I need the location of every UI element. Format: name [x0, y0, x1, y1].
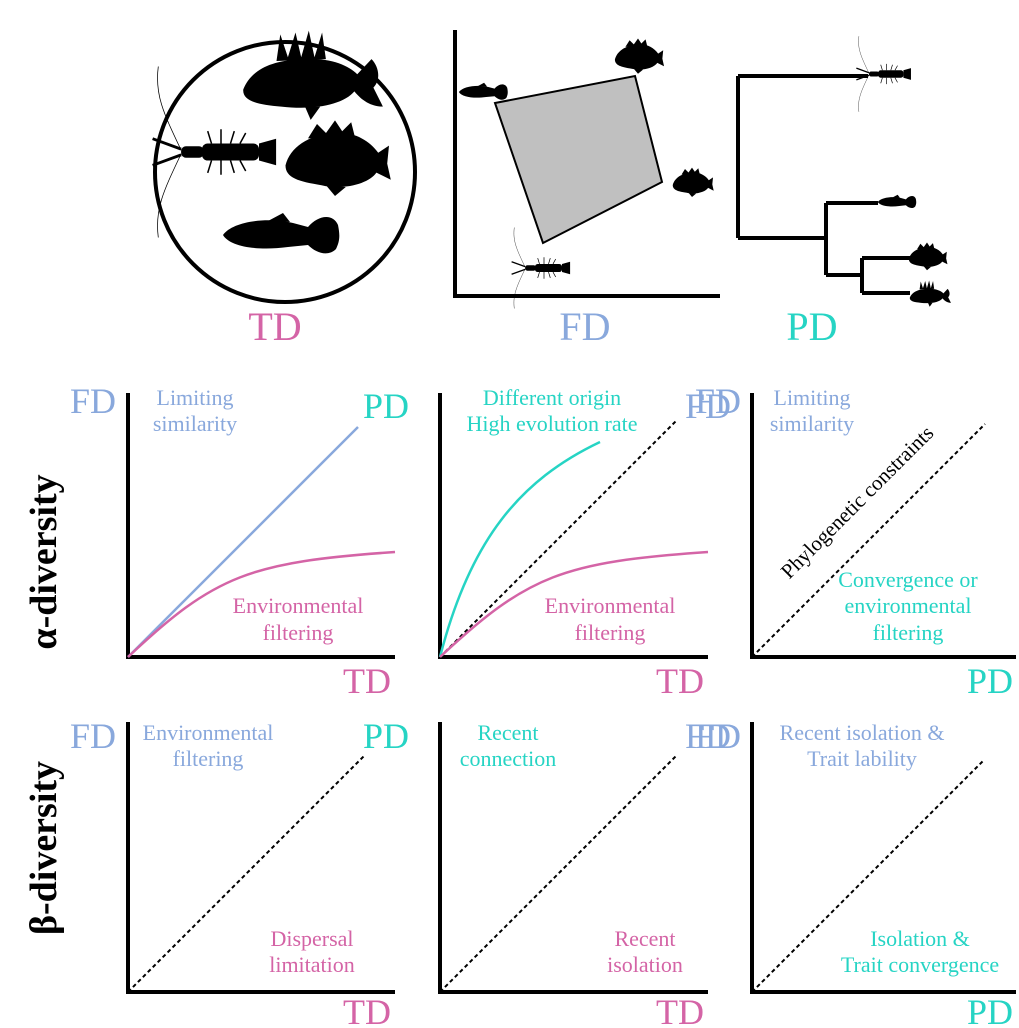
fd-trait-space-panel	[453, 30, 720, 310]
cichlid-silhouette-icon	[285, 120, 391, 196]
annotation-top-line-1: Different origin	[483, 385, 621, 410]
x-axis-label: TD	[656, 992, 704, 1028]
x-axis-label: PD	[967, 661, 1013, 701]
cichlid-silhouette-icon	[672, 167, 714, 197]
guppy-silhouette-icon	[877, 194, 917, 209]
y-axis-label: FD	[695, 381, 741, 421]
beta-diversity-row-label: β-diversity	[23, 761, 65, 935]
series-label-pd: PD	[363, 386, 409, 426]
annotation-top-line-1: Recent	[477, 720, 538, 745]
beta-panel-pd-fd-vs-td: FD TD Recent connection Recent isolation	[438, 716, 731, 1028]
y-axis-label: FD	[70, 716, 116, 756]
annotation-top-line-1: Limiting	[774, 385, 851, 410]
annotation-top-line-2: High evolution rate	[466, 411, 637, 436]
phylogenetic-tree	[736, 74, 910, 295]
phylogenetic-constraints-label: Phylogenetic constraints	[776, 421, 939, 584]
pd-phylogeny-panel	[736, 35, 951, 307]
series-label-pd: PD	[363, 716, 409, 756]
annotation-bottom-line-1: Dispersal	[270, 926, 353, 951]
annotation-bottom-line-3: filtering	[873, 620, 944, 645]
high-evolution-rate-curve	[438, 440, 601, 658]
y-axis-label: FD	[70, 381, 116, 421]
y-axis-label: FD	[695, 716, 741, 756]
limiting-similarity-line	[127, 426, 359, 658]
alpha-panel-fd-vs-pd: Phylogenetic constraints Limiting simila…	[695, 381, 1016, 701]
td-community-panel	[151, 30, 417, 304]
guppy-silhouette-icon	[223, 213, 340, 254]
annotation-bottom-line-2: environmental	[844, 593, 971, 618]
annotation-top-line-2: similarity	[153, 411, 237, 436]
annotation-bottom-line-2: filtering	[575, 620, 646, 645]
x-axis-label: PD	[967, 992, 1013, 1028]
annotation-top-line-2: Trait lability	[807, 746, 917, 771]
annotation-top-line-1: Recent isolation &	[780, 720, 945, 745]
alpha-panel-fd-pd-vs-td: FD TD PD Limiting similarity Environment…	[70, 381, 409, 701]
alpha-panel-pd-fd-vs-td: FD TD Different origin High evolution ra…	[438, 385, 731, 701]
annotation-bottom-line-2: isolation	[607, 952, 683, 977]
pd-label: PD	[786, 304, 837, 349]
environmental-filtering-curve	[439, 550, 709, 658]
annotation-bottom-line-2: limitation	[269, 952, 355, 977]
functional-hull	[493, 74, 664, 245]
td-label: TD	[248, 304, 301, 349]
one-to-one-line	[751, 759, 985, 993]
community-circle	[153, 40, 417, 304]
one-to-one-line	[751, 423, 986, 658]
annotation-bottom-line-1: Environmental	[233, 593, 364, 618]
y-axis-label: FD	[685, 386, 731, 426]
annotation-bottom-line-1: Isolation &	[870, 926, 970, 951]
beta-panel-fd-vs-pd: FD PD Recent isolation & Trait lability …	[695, 716, 1016, 1028]
hogfish-silhouette-icon	[909, 280, 951, 307]
x-axis-label: TD	[343, 661, 391, 701]
annotation-bottom-line-1: Recent	[614, 926, 675, 951]
cichlid-silhouette-icon	[908, 242, 948, 271]
x-axis-label: TD	[656, 661, 704, 701]
annotation-bottom-line-1: Environmental	[545, 593, 676, 618]
cichlid-silhouette-icon	[614, 38, 665, 74]
beta-panel-fd-pd-vs-td: FD PD TD Environmental filtering Dispers…	[70, 716, 409, 1028]
annotation-top-line-1: Environmental	[143, 720, 274, 745]
annotation-top-line-2: similarity	[770, 411, 854, 436]
annotation-top-line-2: connection	[460, 746, 557, 771]
annotation-bottom-line-2: Trait convergence	[841, 952, 999, 977]
annotation-top-line-1: Limiting	[157, 385, 234, 410]
x-axis-label: TD	[343, 992, 391, 1028]
annotation-bottom-line-2: filtering	[263, 620, 334, 645]
y-axis-label: FD	[685, 716, 731, 756]
trait-space-axes	[453, 30, 720, 298]
environmental-filtering-curve	[127, 550, 396, 658]
alpha-diversity-row-label: α-diversity	[23, 474, 65, 649]
guppy-silhouette-icon	[458, 82, 508, 100]
annotation-top-line-2: filtering	[173, 746, 244, 771]
fd-label: FD	[559, 304, 610, 349]
annotation-bottom-line-1: Convergence or	[838, 567, 978, 592]
